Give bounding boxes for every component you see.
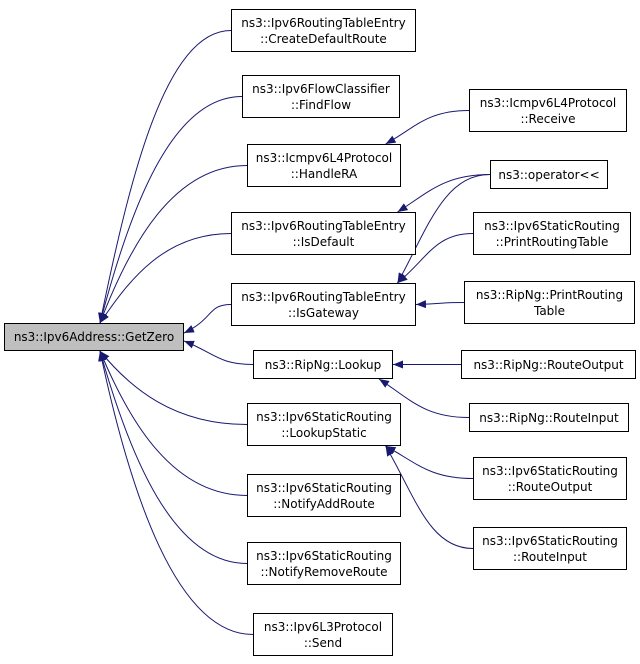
node-label: ::PrintRoutingTable (495, 234, 609, 249)
node-label: ::RouteOutput (507, 479, 593, 494)
node-notify-add-route[interactable]: ns3::Ipv6StaticRouting ::NotifyAddRoute (247, 474, 401, 517)
node-label: ::CreateDefaultRoute (260, 31, 387, 46)
node-is-gateway[interactable]: ns3::Ipv6RoutingTableEntry ::IsGateway (231, 283, 416, 326)
node-handle-ra[interactable]: ns3::Icmpv6L4Protocol ::HandleRA (247, 144, 401, 187)
node-label: ns3::Ipv6RoutingTableEntry (241, 289, 406, 304)
edge-operatorLL-to-isGateway (397, 174, 491, 284)
edge-receive-to-handleRA (385, 110, 470, 145)
node-label: ns3::Ipv6StaticRouting (256, 409, 392, 424)
node-label: ns3::Icmpv6L4Protocol (255, 150, 393, 165)
edge-handleRA-to-root (99, 165, 248, 324)
node-label: ::Send (303, 635, 343, 650)
node-label: ns3::Ipv6Address::GetZero (13, 330, 175, 344)
node-label: ns3::RipNg::Lookup (264, 357, 382, 372)
node-static-route-input[interactable]: ns3::Ipv6StaticRouting ::RouteInput (473, 527, 627, 570)
node-send[interactable]: ns3::Ipv6L3Protocol ::Send (253, 613, 393, 656)
edge-notifyRemoveRoute-to-root (98, 350, 248, 564)
node-label: ::IsDefault (292, 234, 355, 249)
node-root: ns3::Ipv6Address::GetZero (4, 323, 184, 351)
node-label: ::NotifyRemoveRoute (260, 564, 388, 579)
edge-lookupStatic-to-root (99, 350, 248, 425)
edge-staticRouteInput-to-lookupStatic (385, 445, 474, 549)
edge-findFlow-to-root (98, 96, 243, 324)
node-static-route-output[interactable]: ns3::Ipv6StaticRouting ::RouteOutput (473, 457, 627, 500)
edge-staticRouteOutput-to-lookupStatic (385, 445, 474, 479)
node-label: ns3::Ipv6RoutingTableEntry (241, 15, 406, 30)
node-rip-print-routing-table[interactable]: ns3::RipNg::PrintRouting Table (464, 281, 635, 324)
node-label: ::NotifyAddRoute (273, 496, 375, 511)
node-label: ::FindFlow (290, 97, 352, 112)
node-label: ns3::Ipv6StaticRouting (482, 463, 618, 478)
node-receive[interactable]: ns3::Icmpv6L4Protocol ::Receive (469, 89, 627, 132)
edge-lookup-to-root (183, 340, 254, 365)
node-label: ns3::Ipv6L3Protocol (263, 619, 383, 634)
node-find-flow[interactable]: ns3::Ipv6FlowClassifier ::FindFlow (242, 75, 400, 118)
node-label: ns3::RipNg::RouteOutput (473, 357, 624, 372)
node-operator-ll[interactable]: ns3::operator<< (490, 160, 608, 189)
node-label: ns3::Ipv6StaticRouting (482, 533, 618, 548)
edge-notifyAddRoute-to-root (99, 350, 248, 496)
edge-printRoutingTable-to-isGateway (397, 233, 474, 284)
node-rip-route-output[interactable]: ns3::RipNg::RouteOutput (461, 350, 636, 379)
edge-createDefaultRoute-to-root (98, 30, 232, 324)
edge-ripRouteInput-to-lookup (378, 378, 470, 418)
node-label: ::HandleRA (290, 166, 358, 181)
node-notify-remove-route[interactable]: ns3::Ipv6StaticRouting ::NotifyRemoveRou… (247, 542, 401, 585)
node-print-routing-table[interactable]: ns3::Ipv6StaticRouting ::PrintRoutingTab… (473, 212, 631, 255)
node-label: ::RouteInput (513, 549, 587, 564)
node-create-default-route[interactable]: ns3::Ipv6RoutingTableEntry ::CreateDefau… (231, 9, 416, 52)
edge-send-to-root (98, 350, 254, 635)
node-label: ns3::Icmpv6L4Protocol (479, 95, 617, 110)
node-label: ns3::RipNg::PrintRouting (475, 287, 624, 302)
node-label: ns3::Ipv6FlowClassifier (252, 81, 390, 96)
node-label: ns3::Ipv6StaticRouting (256, 548, 392, 563)
node-label: ns3::operator<< (498, 167, 600, 182)
node-label: ::Receive (520, 111, 576, 126)
node-lookup-static[interactable]: ns3::Ipv6StaticRouting ::LookupStatic (247, 403, 401, 446)
node-label: ns3::Ipv6StaticRouting (484, 218, 620, 233)
edge-isGateway-to-root (183, 304, 232, 334)
node-lookup[interactable]: ns3::RipNg::Lookup (253, 350, 393, 379)
edge-operatorLL-to-isDefault (397, 174, 491, 213)
edge-ripPrintRoutingTable-to-isGateway (415, 300, 465, 309)
node-label: ns3::Ipv6RoutingTableEntry (241, 218, 406, 233)
node-label: ::IsGateway (288, 305, 359, 320)
node-is-default[interactable]: ns3::Ipv6RoutingTableEntry ::IsDefault (231, 212, 416, 255)
node-label: Table (533, 303, 566, 318)
node-label: ns3::Ipv6StaticRouting (256, 480, 392, 495)
node-label: ::LookupStatic (281, 425, 367, 440)
edge-isDefault-to-root (99, 233, 232, 324)
node-label: ns3::RipNg::RouteInput (479, 410, 619, 425)
node-rip-route-input[interactable]: ns3::RipNg::RouteInput (469, 403, 629, 432)
